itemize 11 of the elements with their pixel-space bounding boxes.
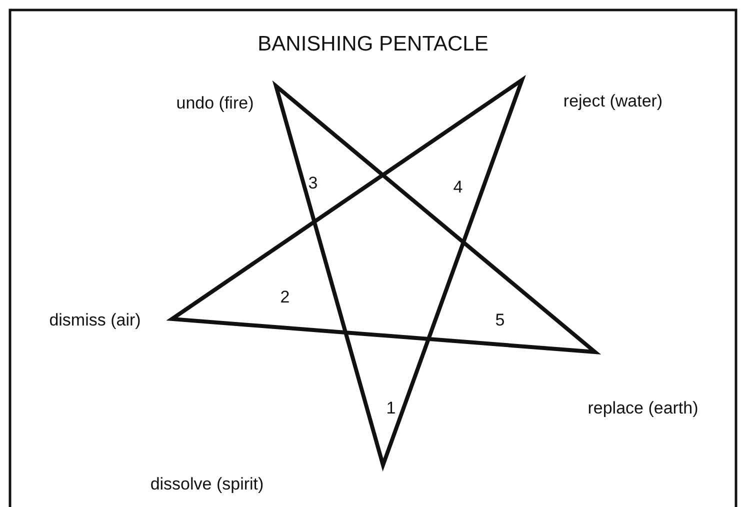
region-number: 4 <box>453 178 463 196</box>
region-number: 2 <box>280 288 290 306</box>
point-label: dissolve (spirit) <box>150 476 264 492</box>
point-label: undo (fire) <box>176 94 254 112</box>
point-label: reject (water) <box>563 92 663 110</box>
point-label: replace (earth) <box>588 400 698 416</box>
point-label: dismiss (air) <box>49 312 141 328</box>
region-number: 5 <box>495 312 505 328</box>
region-number: 1 <box>386 400 396 416</box>
region-number: 3 <box>308 174 318 192</box>
title: BANISHING PENTACLE <box>258 34 488 54</box>
